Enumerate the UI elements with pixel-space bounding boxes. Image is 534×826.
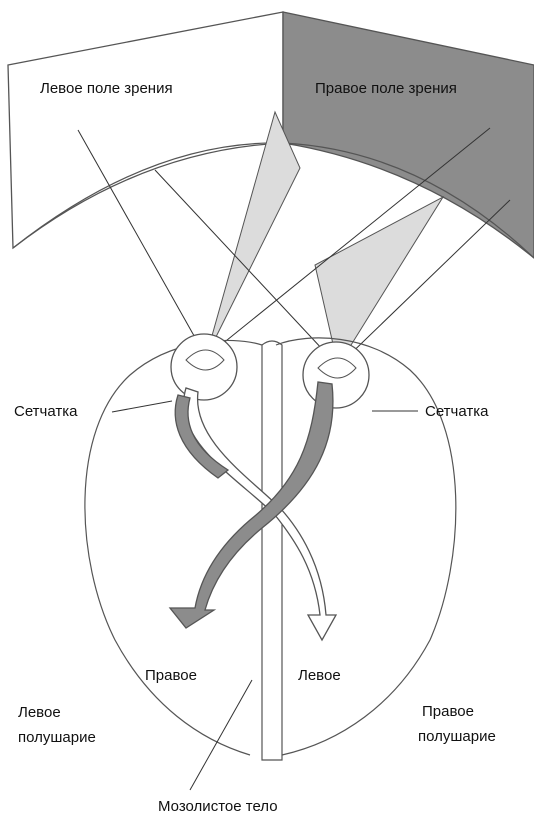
- left-visual-field-panel: [8, 12, 283, 248]
- right-hemisphere-label-2: полушарие: [418, 728, 496, 745]
- left-hemisphere-label-2: полушарие: [18, 729, 96, 746]
- corpus-callosum-label: Мозолистое тело: [158, 798, 278, 815]
- left-inner-label: Левое: [298, 667, 341, 684]
- retina-left-pointer: [112, 401, 172, 412]
- right-inner-label: Правое: [145, 667, 197, 684]
- retina-right-label: Сетчатка: [425, 403, 489, 420]
- corpus-callosum-pointer: [190, 680, 252, 790]
- sight-line-2: [155, 170, 338, 366]
- right-eye: [303, 342, 369, 408]
- light-beam-right-eye: [315, 197, 443, 366]
- midline: [262, 341, 282, 760]
- left-hemisphere-label-1: Левое: [18, 704, 61, 721]
- retina-left-label: Сетчатка: [14, 403, 78, 420]
- right-hemisphere-label-1: Правое: [422, 703, 474, 720]
- left-eye: [171, 334, 237, 400]
- right-visual-field-label: Правое поле зрения: [315, 80, 457, 97]
- left-visual-field-label: Левое поле зрения: [40, 80, 173, 97]
